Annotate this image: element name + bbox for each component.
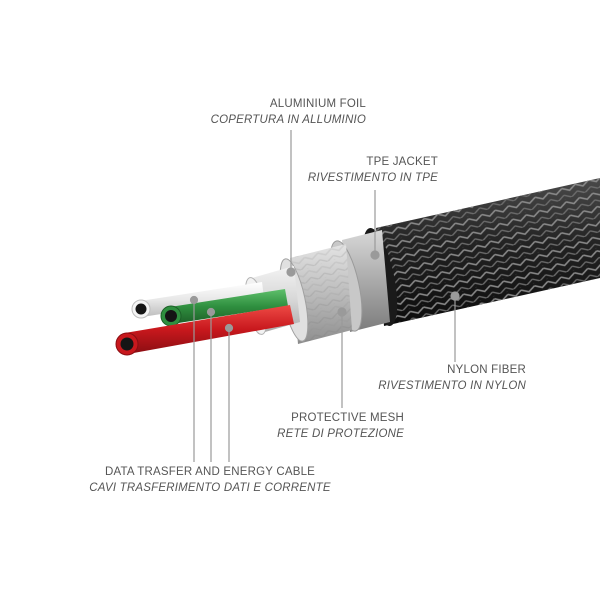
label-data-cable-en: DATA TRASFER AND ENERGY CABLE — [104, 466, 316, 478]
wire-red — [115, 305, 294, 356]
label-tpe-jacket: TPE JACKET RIVESTIMENTO IN TPE — [270, 154, 438, 186]
label-aluminium-foil: ALUMINIUM FOIL COPERTURA IN ALLUMINIO — [170, 96, 366, 128]
leader-data-cable — [189, 295, 234, 462]
label-protective-mesh: PROTECTIVE MESH RETE DI PROTEZIONE — [250, 410, 404, 442]
wire-green — [160, 289, 288, 327]
label-nylon-fiber: NYLON FIBER RIVESTIMENTO IN NYLON — [360, 362, 526, 394]
label-nylon-fiber-en: NYLON FIBER — [447, 364, 526, 376]
leader-aluminium-foil — [286, 130, 296, 277]
leader-protective-mesh — [337, 307, 347, 408]
label-data-cable-it: CAVI TRASFERIMENTO DATI E CORRENTE — [89, 482, 331, 494]
label-protective-mesh-en: PROTECTIVE MESH — [291, 412, 404, 424]
label-tpe-jacket-it: RIVESTIMENTO IN TPE — [307, 172, 438, 184]
label-aluminium-foil-it: COPERTURA IN ALLUMINIO — [210, 114, 366, 126]
leader-tpe-jacket — [370, 190, 380, 260]
label-protective-mesh-it: RETE DI PROTEZIONE — [277, 428, 404, 440]
label-data-cable: DATA TRASFER AND ENERGY CABLE CAVI TRASF… — [80, 464, 340, 496]
label-nylon-fiber-it: RIVESTIMENTO IN NYLON — [378, 380, 526, 392]
leader-nylon-fiber — [450, 291, 460, 362]
label-tpe-jacket-en: TPE JACKET — [366, 156, 438, 168]
label-aluminium-foil-en: ALUMINIUM FOIL — [269, 98, 366, 110]
